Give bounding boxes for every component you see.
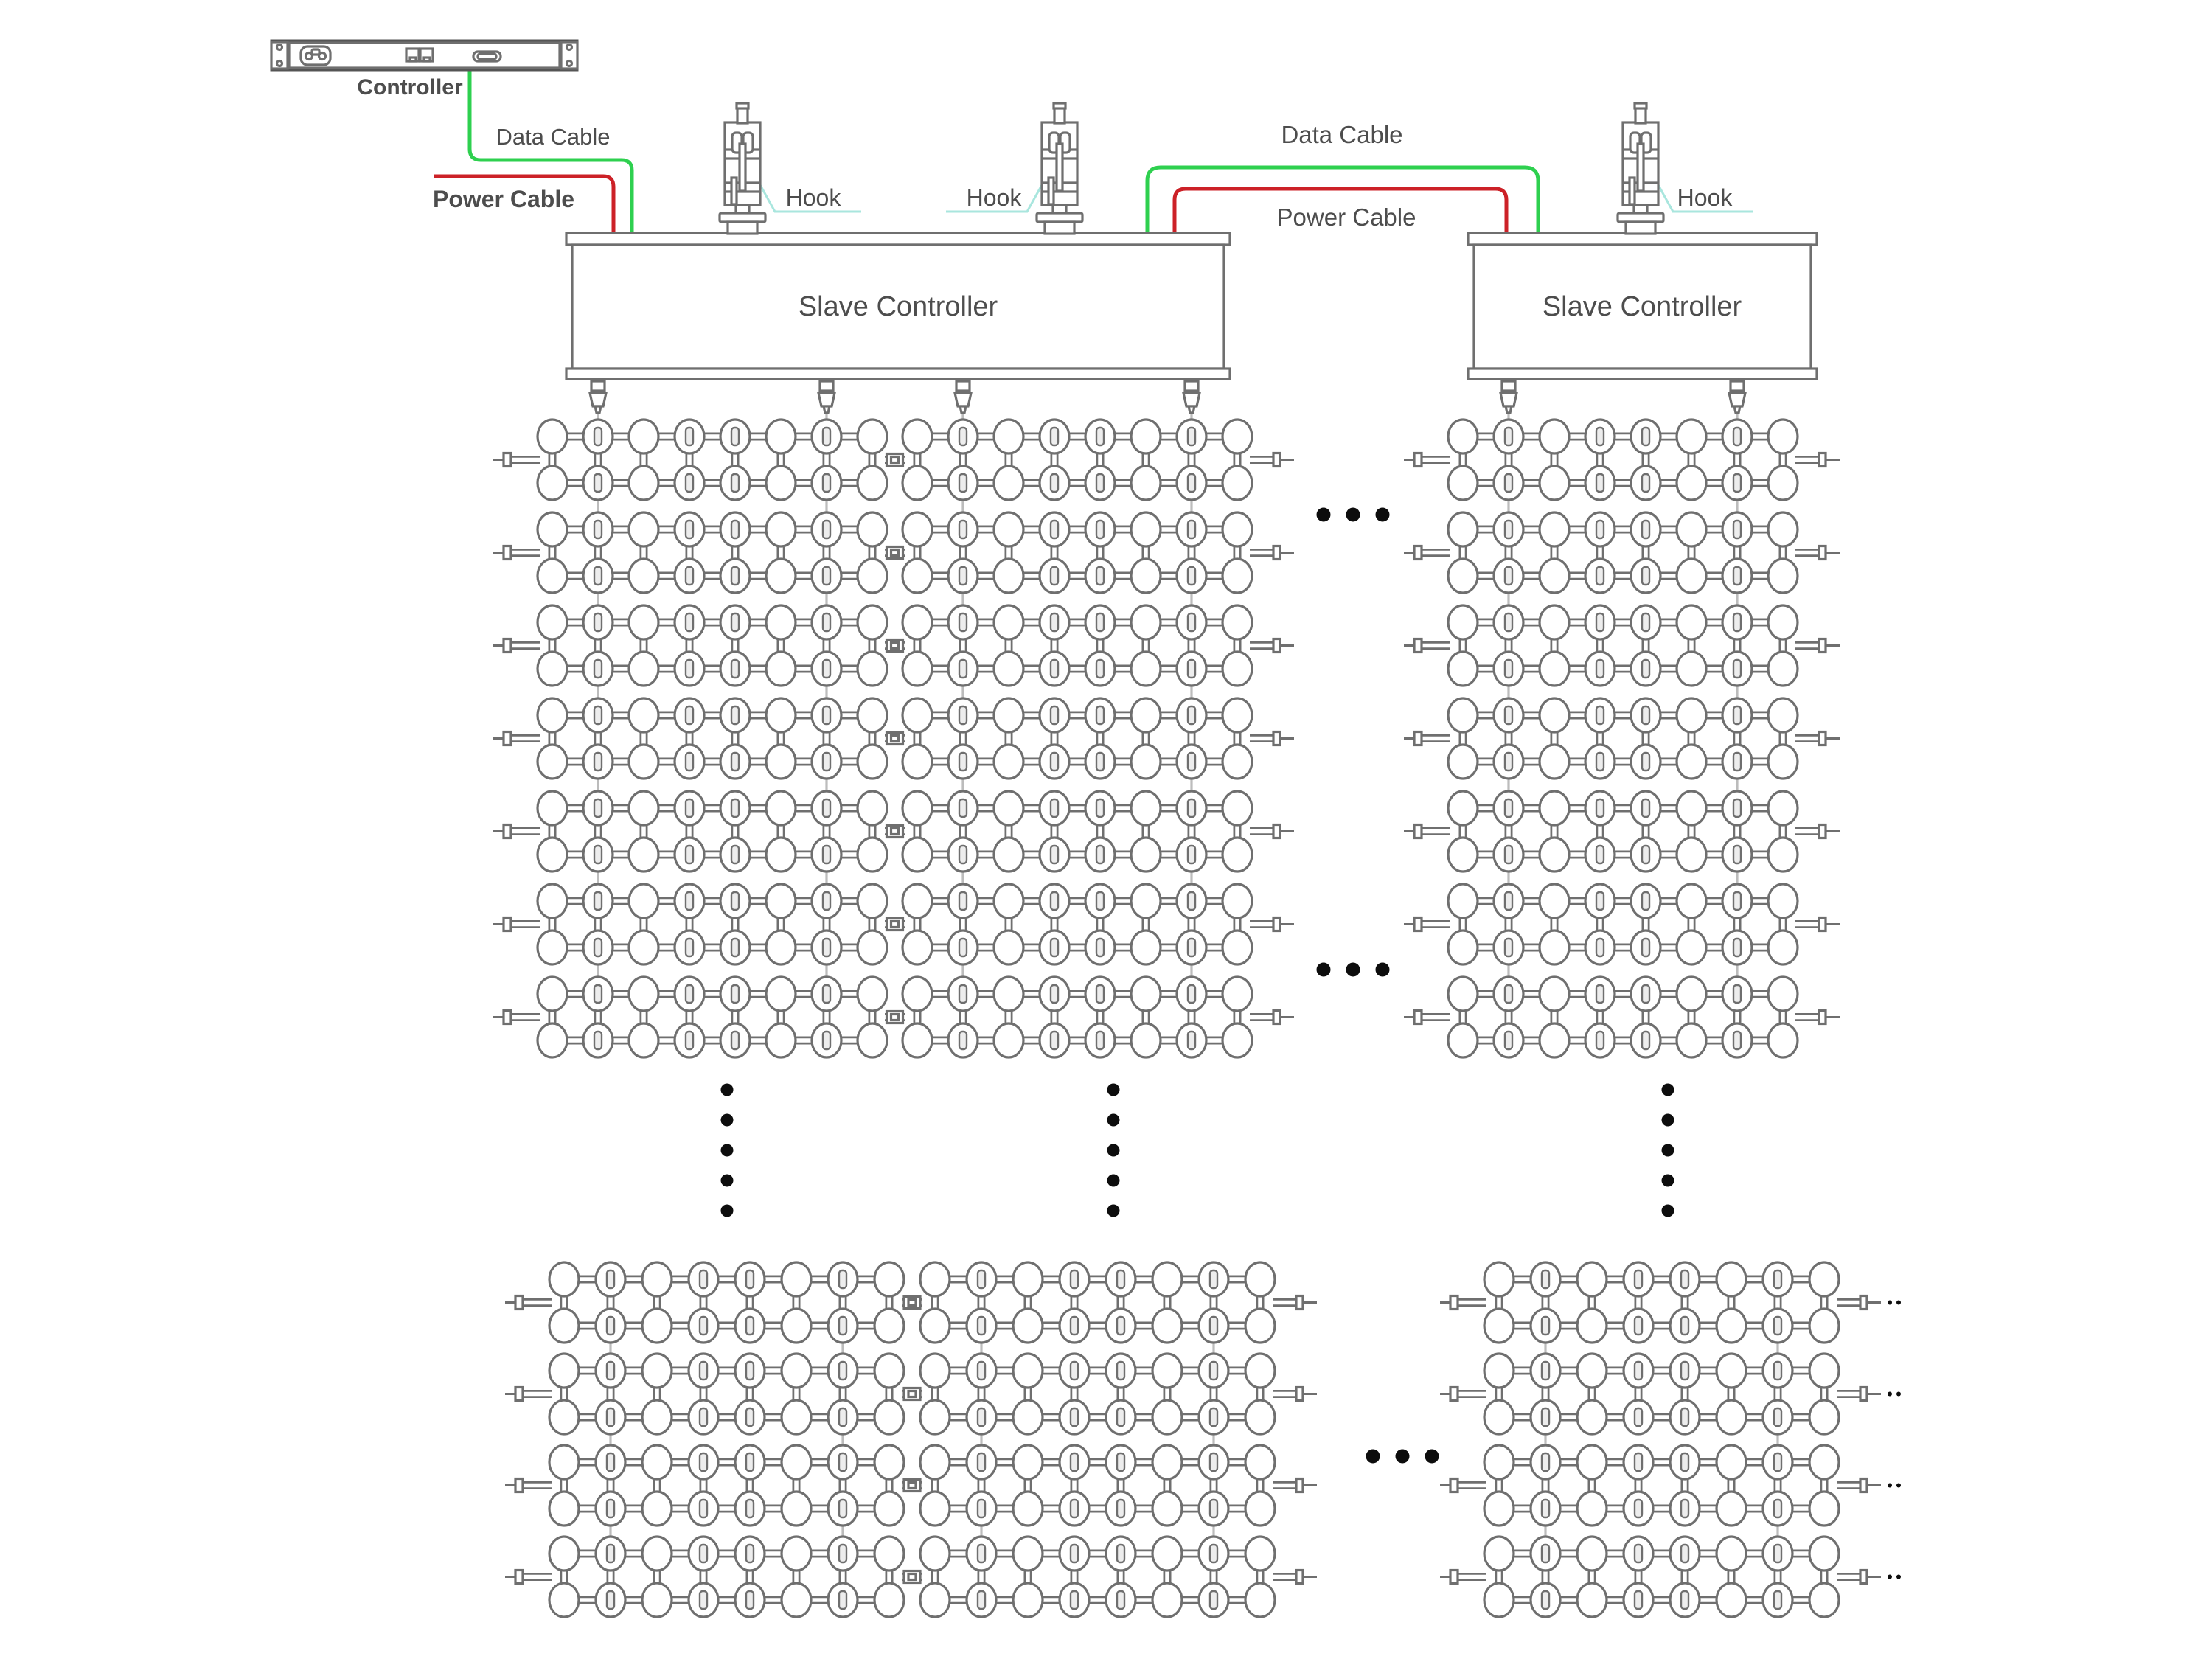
power-cable-label-left: Power Cable [433, 186, 574, 212]
power-inlet-icon [299, 45, 332, 66]
power-cable-path-right [1172, 187, 1509, 234]
led-strip-row [493, 604, 1294, 687]
hook-assembly [1616, 102, 1753, 235]
data-cable-label-left: Data Cable [495, 124, 610, 150]
hook-label-1: Hook [786, 184, 842, 211]
slave-controller [1467, 232, 1818, 380]
signal-cables [434, 70, 1540, 234]
output-plug [588, 378, 608, 414]
diagram-labels: Controller Data Cable Power Cable Data C… [357, 75, 1742, 322]
led-strip-row [505, 1352, 1317, 1436]
slave-controller-label-1: Slave Controller [799, 291, 998, 322]
hook-leader-line [946, 176, 1048, 213]
led-strip-row [505, 1444, 1317, 1527]
hook-label-3: Hook [1677, 184, 1733, 211]
led-strip-row [493, 975, 1294, 1059]
led-strip-row [493, 697, 1294, 780]
led-strip-row [493, 883, 1294, 966]
led-strip-row [505, 1261, 1317, 1344]
output-plug [1499, 378, 1518, 414]
led-strip-row [1440, 1352, 1901, 1436]
power-cable-path-left [434, 174, 616, 234]
led-strip-row [493, 511, 1294, 594]
led-strip-row [1404, 418, 1840, 501]
led-strip-row [493, 790, 1294, 873]
data-cable-path-left [467, 70, 634, 234]
led-strip-row [1404, 790, 1840, 873]
ethernet-ports-icon [405, 47, 434, 63]
output-plug [953, 378, 973, 414]
controller-unit [270, 39, 579, 72]
output-plug [817, 378, 836, 414]
led-strip-row [1404, 697, 1840, 780]
led-strip-row [505, 1535, 1317, 1618]
hook-label-2: Hook [967, 184, 1023, 211]
output-plug [1182, 378, 1201, 414]
led-strip-row [1404, 975, 1840, 1059]
led-strip-row [1404, 604, 1840, 687]
power-cable-label-right: Power Cable [1277, 204, 1416, 231]
ellipsis-dots-horizontal [1316, 507, 1439, 1464]
hook-assembly [946, 102, 1084, 235]
hook-leader-line [754, 176, 861, 213]
led-strip-row [493, 418, 1294, 501]
led-strip-row [1440, 1261, 1901, 1344]
ellipsis-dots-vertical [720, 1083, 1674, 1217]
hook-assembly [718, 102, 861, 235]
hook-leader-line [1652, 176, 1753, 213]
slave-controller-label-2: Slave Controller [1543, 291, 1742, 322]
slave-controller [565, 232, 1231, 380]
diagram-graphics [270, 39, 1901, 1618]
output-plug [1728, 378, 1747, 414]
led-strip-row [1440, 1535, 1901, 1618]
data-cable-label-right: Data Cable [1281, 121, 1402, 148]
led-strip-row [1404, 511, 1840, 594]
controller-label: Controller [357, 75, 463, 100]
data-cable-path-right [1145, 165, 1540, 234]
led-strip-row [1404, 883, 1840, 966]
serial-port-icon [472, 50, 502, 63]
led-strip-row [1440, 1444, 1901, 1527]
